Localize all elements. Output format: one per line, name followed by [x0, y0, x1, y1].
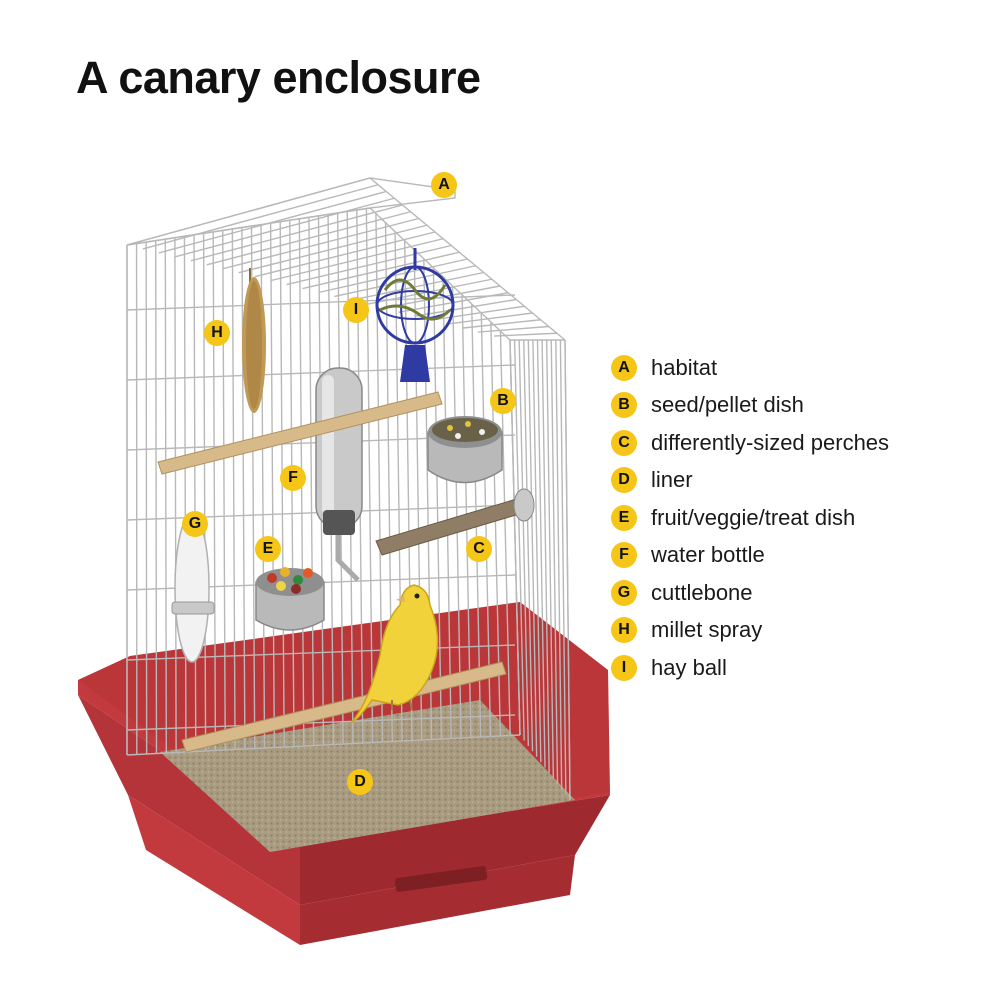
legend-badge: F: [611, 542, 637, 569]
legend-label: fruit/veggie/treat dish: [651, 504, 856, 530]
callout-badge-b: B: [490, 388, 516, 414]
legend-label: liner: [651, 467, 693, 493]
legend-badge: E: [611, 504, 637, 531]
legend-label: differently-sized perches: [651, 429, 890, 455]
callout-badge-g: G: [182, 511, 208, 537]
callout-badge-i: I: [343, 297, 369, 323]
legend-label: water bottle: [651, 542, 765, 568]
tray-drawer-handle: [394, 866, 488, 892]
cuttlebone: [171, 513, 215, 663]
legend-label: cuttlebone: [651, 579, 753, 605]
seed-dish: [427, 416, 503, 484]
legend-label: hay ball: [651, 654, 727, 680]
legend-label: seed/pellet dish: [651, 392, 804, 418]
legend-label: millet spray: [651, 617, 763, 643]
legend-badge: I: [611, 654, 637, 681]
callout-badge-h: H: [204, 320, 230, 346]
upper-perch: [157, 391, 443, 475]
legend-badge: B: [611, 392, 637, 419]
legend-badge: A: [611, 354, 637, 381]
page-title: A canary enclosure: [76, 52, 481, 103]
callout-badge-a: A: [431, 172, 457, 198]
treat-dish: [255, 567, 325, 631]
canary-bird: [349, 584, 439, 724]
legend-label: habitat: [651, 354, 718, 380]
legend-badge: C: [611, 429, 637, 456]
millet-spray: [242, 268, 266, 413]
legend-badge: D: [611, 467, 637, 494]
callout-badge-d: D: [347, 769, 373, 795]
water-bottle: [315, 367, 363, 582]
legend-badge: H: [611, 617, 637, 644]
callout-badge-f: F: [280, 465, 306, 491]
callout-badge-e: E: [255, 536, 281, 562]
side-perch: [375, 488, 535, 556]
hay-ball: [375, 248, 455, 382]
legend-badge: G: [611, 579, 637, 606]
callout-badge-c: C: [466, 536, 492, 562]
